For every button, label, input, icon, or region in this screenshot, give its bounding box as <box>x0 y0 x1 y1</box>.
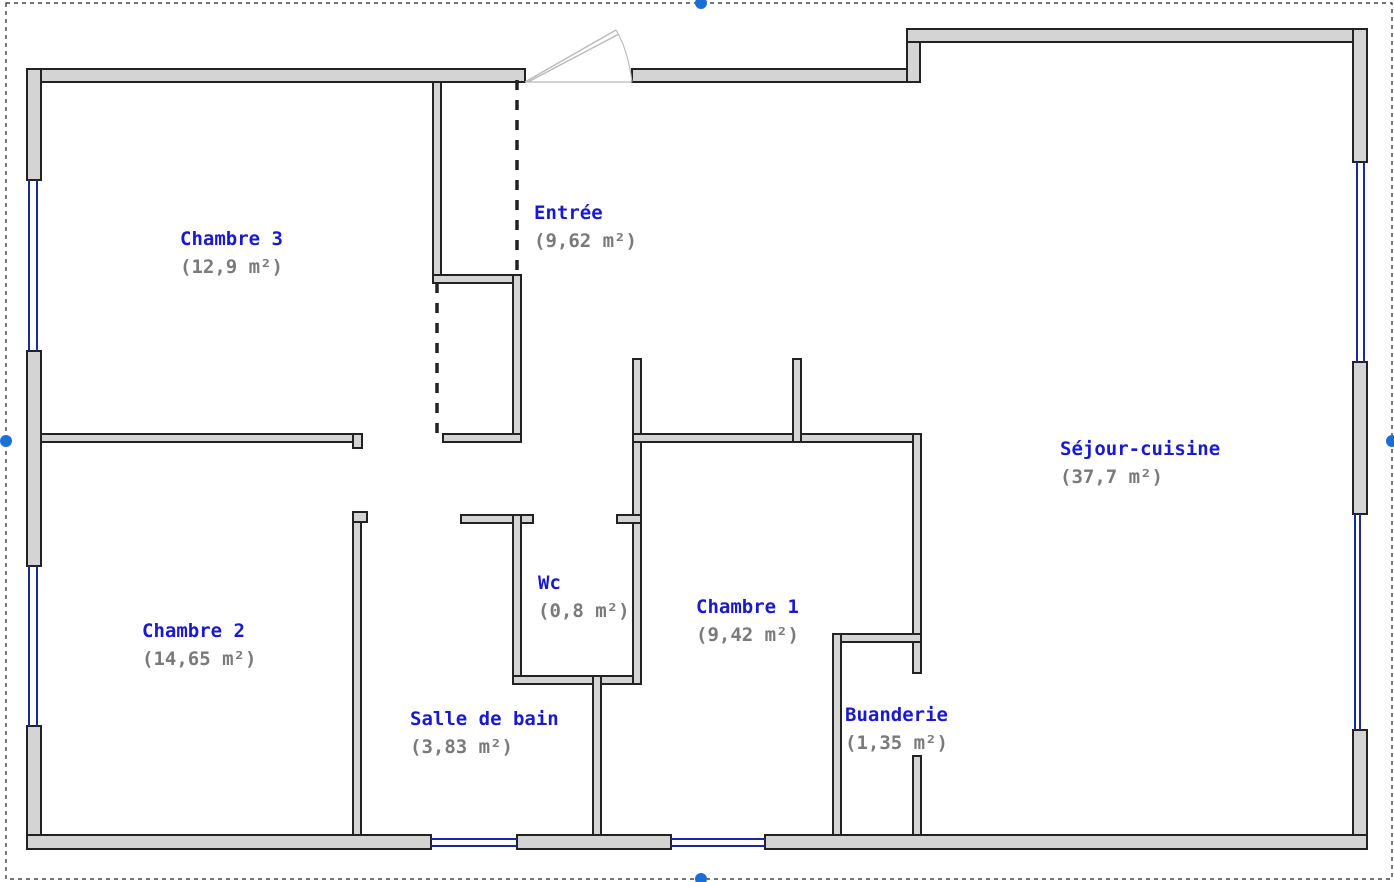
wall-wc-top[interactable] <box>460 514 534 524</box>
wall-buanderie-top[interactable] <box>832 633 922 643</box>
wall-wc-bottom[interactable] <box>512 675 642 685</box>
room-name-buanderie: Buanderie <box>845 704 948 726</box>
window-bottom-bathroom[interactable] <box>431 838 517 847</box>
wall-closet-right[interactable] <box>512 274 522 443</box>
wall-closet-top[interactable] <box>432 274 522 284</box>
wall-chambre1-top[interactable] <box>632 433 922 443</box>
room-area-sejour: (37,7 m²) <box>1060 466 1163 488</box>
room-entree[interactable]: Entrée (9,62 m²) <box>534 202 637 252</box>
wall-buanderie-left[interactable] <box>832 633 842 836</box>
wall-left-1[interactable] <box>26 68 42 181</box>
room-chambre3[interactable]: Chambre 3 (12,9 m²) <box>180 228 283 278</box>
room-name-wc: Wc <box>538 572 561 594</box>
window-right-bottom[interactable] <box>1354 514 1361 730</box>
room-name-sejour: Séjour-cuisine <box>1060 438 1220 460</box>
room-wc[interactable]: Wc (0,8 m²) <box>538 572 630 622</box>
room-chambre2[interactable]: Chambre 2 (14,65 m²) <box>142 620 256 670</box>
wall-divider-stub[interactable] <box>352 433 363 449</box>
room-area-salle-de-bain: (3,83 m²) <box>410 736 513 758</box>
resize-handle-left[interactable] <box>0 435 12 447</box>
wall-buanderie-right[interactable] <box>912 755 922 836</box>
resize-handle-right[interactable] <box>1386 435 1394 447</box>
resize-handle-top[interactable] <box>695 0 707 9</box>
wall-top-middle[interactable] <box>631 68 921 83</box>
interior-walls[interactable] <box>40 81 922 836</box>
room-name-chambre1: Chambre 1 <box>696 596 799 618</box>
resize-handle-bottom[interactable] <box>695 873 707 882</box>
wall-chambre2-right[interactable] <box>352 511 362 836</box>
room-name-chambre3: Chambre 3 <box>180 228 283 250</box>
wall-top-left[interactable] <box>26 68 526 83</box>
wall-chambre1-right[interactable] <box>912 433 922 674</box>
wall-wc-left[interactable] <box>512 514 522 685</box>
room-buanderie[interactable]: Buanderie (1,35 m²) <box>845 704 948 754</box>
room-area-chambre2: (14,65 m²) <box>142 648 256 670</box>
wall-left-2[interactable] <box>26 350 42 567</box>
wall-closet-bottom[interactable] <box>442 433 522 443</box>
room-area-chambre1: (9,42 m²) <box>696 624 799 646</box>
wall-chambre1-stub[interactable] <box>792 358 802 443</box>
wall-right-2[interactable] <box>1352 361 1368 515</box>
room-name-entree: Entrée <box>534 202 603 224</box>
window-right-top[interactable] <box>1356 162 1365 362</box>
room-area-chambre3: (12,9 m²) <box>180 256 283 278</box>
wall-top-right[interactable] <box>906 28 1368 43</box>
outer-walls[interactable] <box>26 28 1368 850</box>
room-name-chambre2: Chambre 2 <box>142 620 245 642</box>
wall-chambre2-right-stub[interactable] <box>352 511 368 523</box>
room-area-wc: (0,8 m²) <box>538 600 630 622</box>
room-chambre1[interactable]: Chambre 1 (9,42 m²) <box>696 596 799 646</box>
entry-door[interactable] <box>524 29 633 83</box>
wall-right-3[interactable] <box>1352 729 1368 850</box>
window-bottom-chambre1[interactable] <box>671 838 765 847</box>
room-area-buanderie: (1,35 m²) <box>845 732 948 754</box>
wall-right-1[interactable] <box>1352 28 1368 163</box>
room-name-salle-de-bain: Salle de bain <box>410 708 559 730</box>
room-area-entree: (9,62 m²) <box>534 230 637 252</box>
window-left-bottom[interactable] <box>28 566 38 726</box>
wall-bottom-1[interactable] <box>26 834 432 850</box>
wall-bottom-2[interactable] <box>516 834 672 850</box>
wall-bathroom-right[interactable] <box>592 675 602 836</box>
wall-chambre3-right[interactable] <box>432 81 442 284</box>
wall-wc-right-stub[interactable] <box>616 514 642 524</box>
windows[interactable] <box>28 162 1365 847</box>
wall-bottom-3[interactable] <box>764 834 1368 850</box>
wall-chambre3-chambre2[interactable] <box>40 433 363 443</box>
room-sejour-cuisine[interactable]: Séjour-cuisine (37,7 m²) <box>1060 438 1220 488</box>
room-salle-de-bain[interactable]: Salle de bain (3,83 m²) <box>410 708 559 758</box>
window-left-top[interactable] <box>28 180 38 351</box>
wall-left-3[interactable] <box>26 725 42 850</box>
